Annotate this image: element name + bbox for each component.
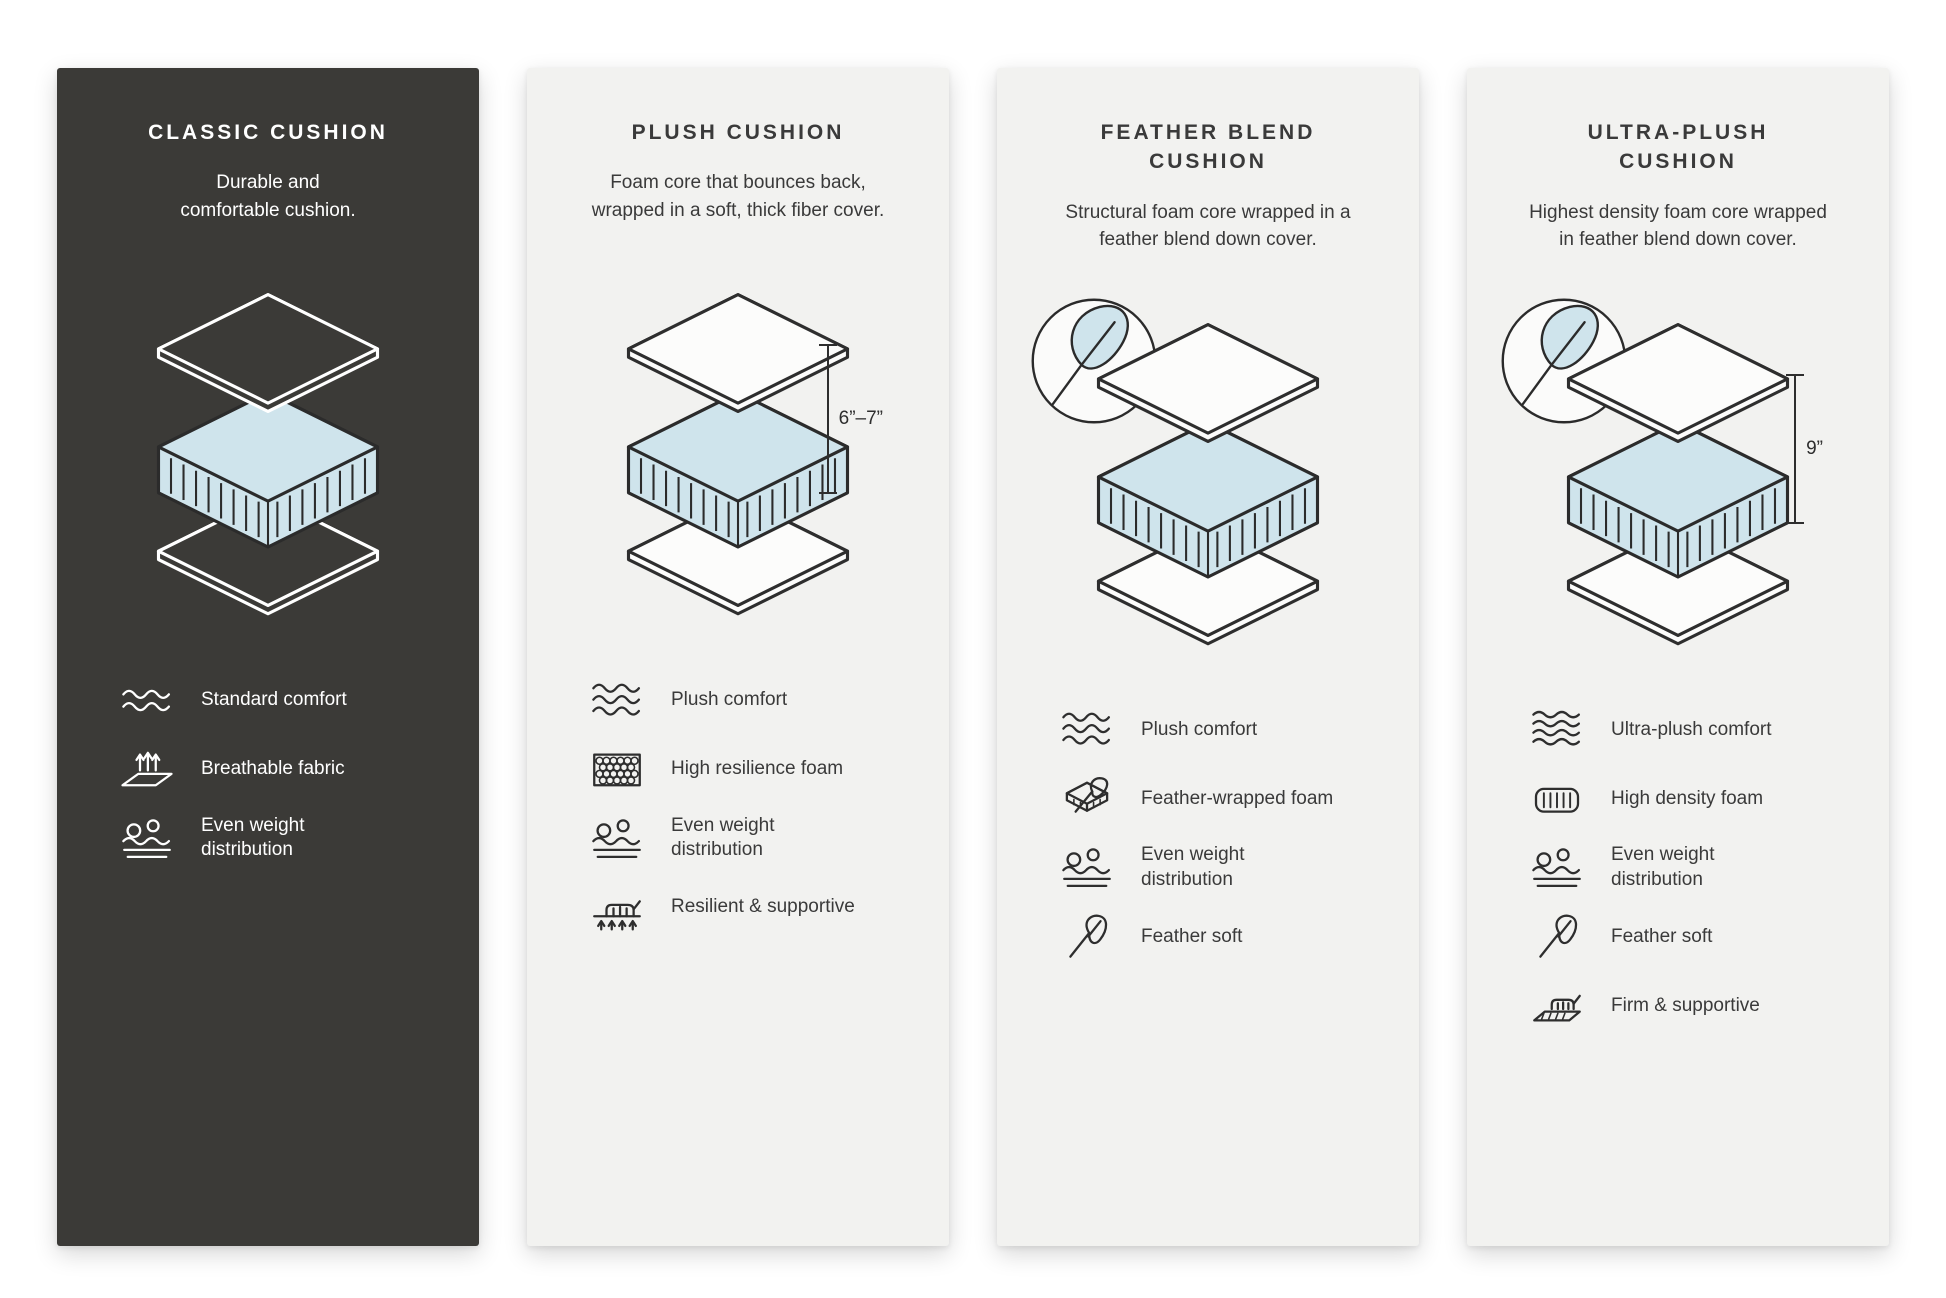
panel-title: CLASSIC CUSHION <box>148 121 388 144</box>
panel-title: ULTRA-PLUSH CUSHION <box>1587 121 1769 174</box>
panel-classic: CLASSIC CUSHION Durable and comfortable … <box>57 68 479 1246</box>
cushion-diagram: 9” <box>1501 298 1853 660</box>
panel-plush: PLUSH CUSHION Foam core that bounces bac… <box>527 68 949 1246</box>
measurement-line <box>1786 373 1805 524</box>
waves-3-icon <box>1059 705 1115 754</box>
weight-distribution-icon <box>119 814 175 863</box>
feature-list: Ultra-plush comfort High density foam Ev… <box>1503 704 1853 1032</box>
feature-item: Even weight distribution <box>1059 842 1383 894</box>
feature-label: Standard comfort <box>201 689 347 711</box>
feather-icon <box>1529 912 1585 961</box>
height-measurement: 6”–7” <box>818 344 883 495</box>
cushion-top-layer <box>626 293 850 414</box>
cushion-top-layer <box>1096 322 1320 443</box>
feature-item: Plush comfort <box>1059 704 1383 756</box>
cushion-top-layer <box>1566 322 1790 443</box>
hand-press-block-icon <box>1529 981 1585 1030</box>
cushion-layers-illustration <box>1096 322 1320 646</box>
weight-distribution-icon <box>1529 843 1585 892</box>
panel-title: FEATHER BLEND CUSHION <box>1100 121 1316 174</box>
cushion-bottom-layer <box>156 495 380 616</box>
feature-item: Ultra-plush comfort <box>1529 704 1853 756</box>
feature-item: Feather soft <box>1059 911 1383 963</box>
feature-label: Even weight distribution <box>671 814 775 861</box>
feature-label: Resilient & supportive <box>671 896 855 918</box>
cushion-bottom-layer <box>626 495 850 616</box>
feature-label: Plush comfort <box>1141 718 1258 740</box>
high-density-foam-icon <box>1529 774 1585 823</box>
feature-label: Firm & supportive <box>1611 994 1760 1016</box>
height-measurement: 9” <box>1786 373 1823 524</box>
feature-label: Even weight distribution <box>201 814 305 861</box>
cushion-foam-layer <box>1096 420 1320 579</box>
hand-press-arrows-icon <box>589 883 645 932</box>
feature-list: Plush comfort Feather-wrapped foam Even … <box>1033 704 1383 963</box>
feature-item: Resilient & supportive <box>589 881 913 933</box>
cushion-bottom-layer <box>1566 525 1790 646</box>
cushion-layers-illustration <box>156 293 380 616</box>
measurement-label: 9” <box>1806 437 1823 459</box>
waves-4-icon <box>1529 705 1585 754</box>
feature-item: High density foam <box>1529 773 1853 825</box>
breathable-icon <box>119 745 175 794</box>
panel-description: Highest density foam core wrapped in fea… <box>1529 201 1827 251</box>
panel-ultra-plush: ULTRA-PLUSH CUSHION Highest density foam… <box>1467 68 1889 1246</box>
feature-item: High resilience foam <box>589 743 913 795</box>
feature-label: Feather soft <box>1141 925 1243 947</box>
feature-label: High density foam <box>1611 787 1764 809</box>
feature-label: Feather soft <box>1611 925 1713 947</box>
feature-item: Even weight distribution <box>589 812 913 864</box>
feature-item: Breathable fabric <box>119 743 443 795</box>
cushion-layers-illustration <box>1566 322 1790 646</box>
panel-row: CLASSIC CUSHION Durable and comfortable … <box>57 68 1889 1246</box>
feature-label: Feather-wrapped foam <box>1141 787 1334 809</box>
feature-item: Feather soft <box>1529 911 1853 963</box>
feature-item: Firm & supportive <box>1529 980 1853 1032</box>
cushion-diagram <box>93 280 443 630</box>
feather-wrapped-foam-icon <box>1059 774 1115 823</box>
cushion-diagram: 6”–7” <box>563 280 913 630</box>
cushion-layers-illustration <box>626 293 850 616</box>
cushion-foam-layer <box>156 391 380 550</box>
waves-2-icon <box>119 676 175 725</box>
feature-label: High resilience foam <box>671 758 844 780</box>
feature-list: Plush comfort High resilience foam Even … <box>563 674 913 933</box>
feature-item: Standard comfort <box>119 674 443 726</box>
feature-item: Even weight distribution <box>119 812 443 864</box>
panel-description: Durable and comfortable cushion. <box>180 172 356 221</box>
feature-label: Even weight distribution <box>1141 844 1245 890</box>
feature-item: Even weight distribution <box>1529 842 1853 894</box>
feature-label: Plush comfort <box>671 689 788 711</box>
feather-icon <box>1059 912 1115 961</box>
cushion-foam-layer <box>1566 420 1790 579</box>
feature-label: Ultra-plush comfort <box>1611 718 1772 740</box>
feature-label: Breathable fabric <box>201 758 345 780</box>
waves-3-icon <box>589 676 645 725</box>
measurement-label: 6”–7” <box>838 408 883 430</box>
feature-item: Feather-wrapped foam <box>1059 773 1383 825</box>
measurement-line <box>818 344 837 495</box>
cushion-bottom-layer <box>1096 525 1320 646</box>
feature-label: Even weight distribution <box>1611 844 1715 890</box>
feature-list: Standard comfort Breathable fabric Even … <box>93 674 443 864</box>
panel-feather-blend: FEATHER BLEND CUSHION Structural foam co… <box>997 68 1419 1246</box>
panel-title: PLUSH CUSHION <box>631 121 845 144</box>
cushion-foam-layer <box>626 391 850 550</box>
cushion-diagram <box>1031 298 1383 660</box>
panel-description: Structural foam core wrapped in a feathe… <box>1065 201 1351 251</box>
cushion-top-layer <box>156 293 380 414</box>
weight-distribution-icon <box>589 814 645 863</box>
panel-description: Foam core that bounces back, wrapped in … <box>591 172 885 221</box>
honeycomb-foam-icon <box>589 745 645 794</box>
weight-distribution-icon <box>1059 843 1115 892</box>
feature-item: Plush comfort <box>589 674 913 726</box>
